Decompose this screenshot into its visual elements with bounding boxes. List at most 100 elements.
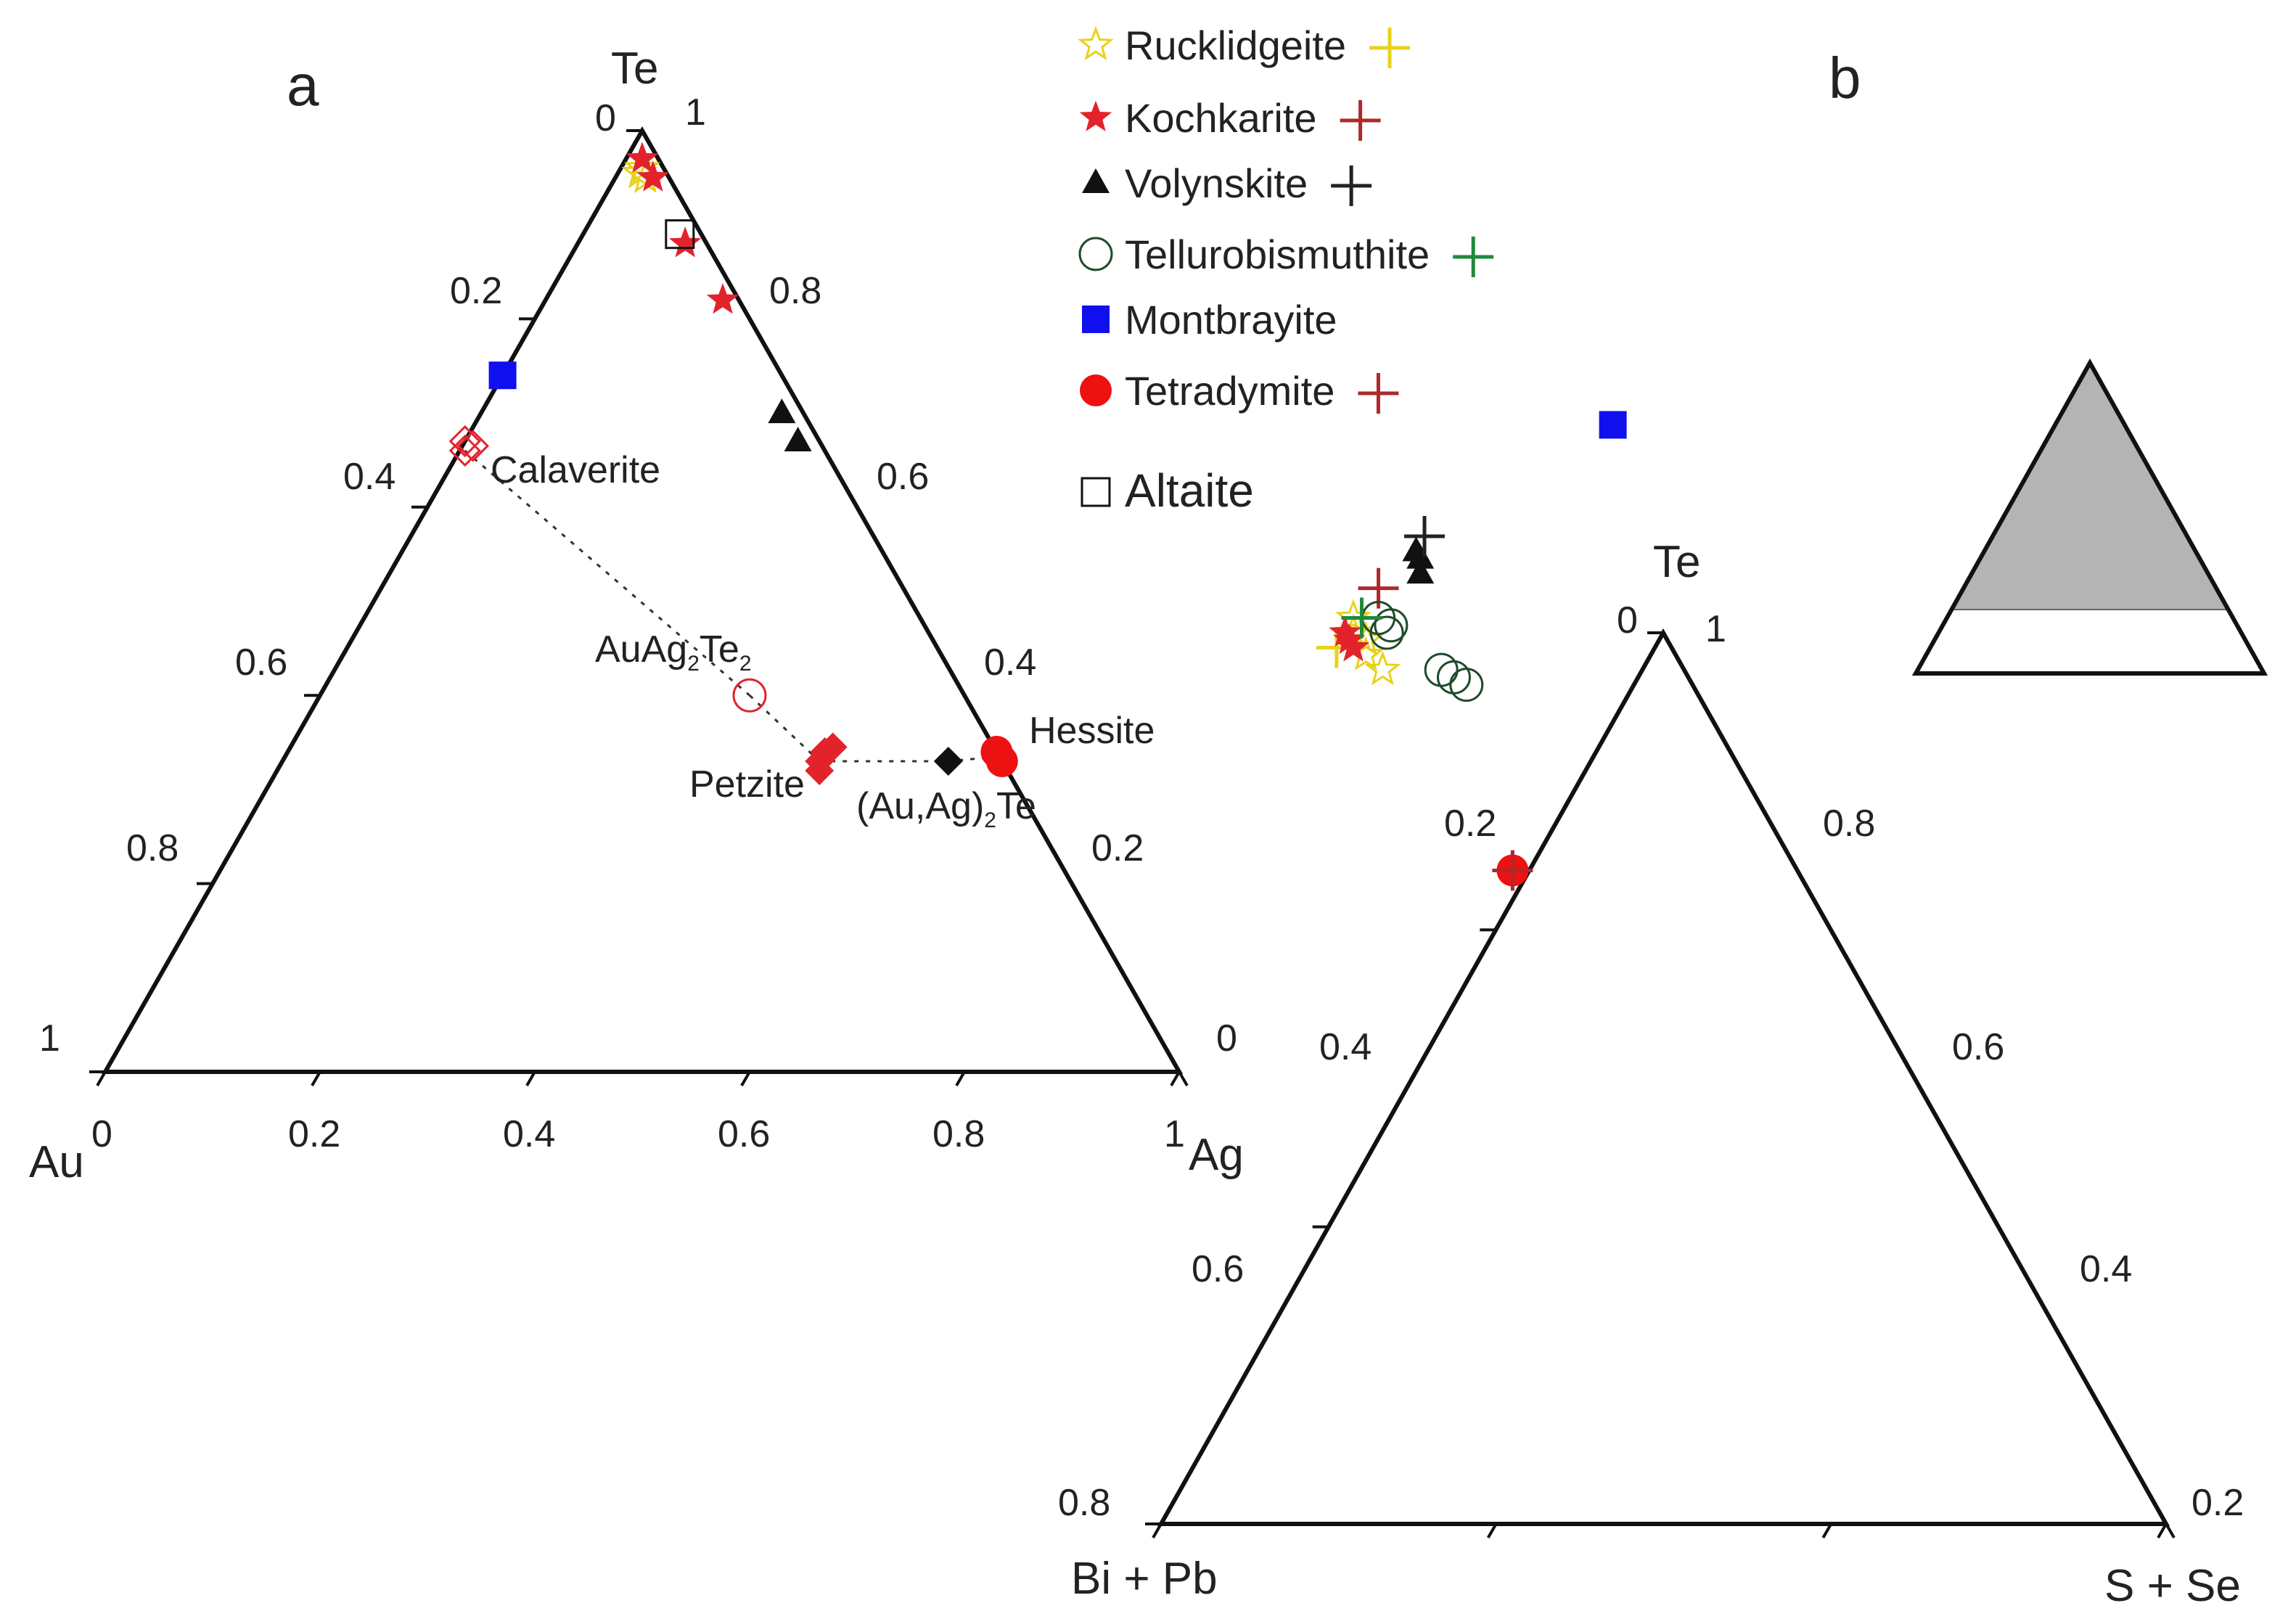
point-b-tellurobismuthite-circle-open-4 <box>1436 660 1471 694</box>
legend-marker-montbrayite <box>1082 306 1110 333</box>
panel-b-corner-top-left: 0 <box>1617 599 1638 642</box>
panel-b-tick-right-2 <box>1997 1226 2008 1242</box>
label-auag2te2-sub2: 2 <box>739 652 752 676</box>
panel-a-triangle <box>101 126 1184 1074</box>
panel-a-ternary: Te Au Ag 0 1 1 0 0.2 0.4 0.6 0.8 0.8 0.6… <box>29 44 1244 1187</box>
point-b-rucklidgeite-star-open-0 <box>1334 599 1372 634</box>
legend-label-tetradymite: Tetradymite <box>1125 368 1334 414</box>
panel-b-tick-bottom-3 <box>2157 1522 2168 1539</box>
panel-a-tick-bottom-2 <box>525 1070 536 1087</box>
point-a-petzite-2 <box>805 755 835 785</box>
label-petzite: Petzite <box>689 763 805 806</box>
panel-b-corner-left: 0.8 <box>1058 1482 1110 1524</box>
point-a-kochkarite-0 <box>626 142 659 173</box>
legend-cross-rucklidgeite <box>1369 28 1411 68</box>
legend-label-kochkarite: Kochkarite <box>1125 95 1317 141</box>
panel-a-right-tick-04: 0.4 <box>984 642 1036 684</box>
point-b-tetradymite-cross-0 <box>1492 850 1533 891</box>
legend-item-volynskite: Volynskite <box>1082 160 1372 206</box>
panel-b-right-tick-08: 0.8 <box>1823 803 1875 845</box>
point-a-calaverite-1 <box>448 434 481 467</box>
label-auag2te2-te: Te <box>700 628 739 671</box>
panel-b-ticks <box>1145 631 2176 1539</box>
panel-a-tick-bottom-3 <box>740 1070 751 1087</box>
panel-b-vertex-sse: S + Se <box>2104 1561 2241 1611</box>
point-b-volynskite-triangle-filled-1 <box>1406 544 1435 569</box>
panel-b-tick-right-3 <box>2165 1522 2176 1539</box>
panel-a-bottom-tick-08: 0.8 <box>932 1113 985 1155</box>
point-b-tellurobismuthite-circle-open-2 <box>1369 615 1404 650</box>
legend-cross-tellurobismuthite <box>1453 237 1494 277</box>
panel-a-right-tick-02: 0.2 <box>1091 827 1144 869</box>
legend-item-tetradymite: Tetradymite <box>1080 368 1399 414</box>
point-b-tellurobismuthite-circle-open-1 <box>1374 608 1409 643</box>
point-b-tellurobismuthite-cross-0 <box>1341 597 1382 639</box>
panel-a-tick-bottom-4 <box>955 1070 966 1087</box>
panel-b-right-tick-06: 0.6 <box>1952 1026 2004 1068</box>
legend-marker-rucklidgeite <box>1078 25 1114 61</box>
legend-label-altaite: Altaite <box>1125 464 1254 517</box>
panel-a-tick-bottom-5 <box>1170 1070 1181 1087</box>
panel-a-tick-right-0 <box>641 129 652 146</box>
panel-b-vertex-bipb: Bi + Pb <box>1071 1554 1218 1604</box>
point-b-rucklidgeite-star-open-4 <box>1364 650 1401 686</box>
legend-cross-kochkarite <box>1340 100 1381 141</box>
point-a-petzite-3 <box>818 732 848 762</box>
panel-b-left-tick-06: 0.6 <box>1192 1248 1244 1290</box>
panel-a-left-tick-02: 0.2 <box>450 270 502 312</box>
panel-a-points <box>448 142 1018 785</box>
legend-marker-tetradymite <box>1080 374 1112 406</box>
legend-item-rucklidgeite: Rucklidgeite <box>1078 22 1411 68</box>
panel-a-left-tick-06: 0.6 <box>235 642 287 684</box>
panel-b-tick-bottom-0 <box>1152 1522 1163 1539</box>
point-b-kochkarite-star-filled-2 <box>1337 631 1370 662</box>
label-auag2te2: AuAg2Te2 <box>595 628 752 676</box>
panel-a-letter: a <box>287 53 319 118</box>
panel-a-left-tick-04: 0.4 <box>343 456 395 498</box>
panel-b-corner-top-right: 1 <box>1705 608 1726 650</box>
panel-a-bottom-tick-1: 1 <box>1164 1113 1185 1155</box>
panel-a-bottom-tick-02: 0.2 <box>288 1113 340 1155</box>
point-a-kochkarite-2 <box>668 226 702 258</box>
point-a-montbrayite-0 <box>488 361 517 390</box>
point-a-auag2te-0 <box>933 746 963 776</box>
panel-a-bottom-tick-06: 0.6 <box>718 1113 770 1155</box>
panel-b-corner-right: 0.2 <box>2192 1482 2244 1524</box>
point-a-hessite-1 <box>985 745 1018 777</box>
point-a-altaite-0 <box>665 219 695 250</box>
point-a-kochkarite-3 <box>706 283 739 314</box>
legend: RucklidgeiteKochkariteVolynskiteTellurob… <box>1078 22 1494 517</box>
legend-label-tellurobismuthite: Tellurobismuthite <box>1125 231 1430 277</box>
point-b-tellurobismuthite-circle-open-5 <box>1449 668 1484 702</box>
panel-a-left-tick-08: 0.8 <box>126 827 179 869</box>
panel-b-left-tick-04: 0.4 <box>1319 1026 1372 1068</box>
label-auag2te-sub: 2 <box>984 808 996 832</box>
legend-item-kochkarite: Kochkarite <box>1079 95 1381 141</box>
panel-a-corner-right: 0 <box>1216 1017 1237 1059</box>
panel-a-corner-left: 1 <box>39 1017 60 1059</box>
point-b-tellurobismuthite-circle-open-3 <box>1424 652 1459 687</box>
point-a-volynskite-0 <box>768 398 796 424</box>
tie-line-1 <box>748 694 821 763</box>
inset-triangle <box>1911 358 2268 676</box>
tie-line-2 <box>819 755 1000 763</box>
label-calaverite: Calaverite <box>491 449 660 491</box>
legend-marker-volynskite <box>1082 168 1110 193</box>
point-a-kochkarite-1 <box>636 160 670 192</box>
point-b-volynskite-triangle-filled-2 <box>1406 559 1435 584</box>
panel-a-vertex-ag: Ag <box>1189 1130 1244 1180</box>
legend-label-rucklidgeite: Rucklidgeite <box>1125 22 1346 68</box>
point-a-volynskite-1 <box>784 427 812 452</box>
legend-item-altaite: Altaite <box>1081 464 1254 517</box>
panel-b-points <box>1316 411 1627 891</box>
tie-line-0 <box>464 449 750 697</box>
panel-b-letter: b <box>1829 46 1861 110</box>
legend-label-volynskite: Volynskite <box>1125 160 1308 206</box>
panel-b-tick-bottom-2 <box>1821 1522 1833 1539</box>
label-hessite: Hessite <box>1029 710 1155 752</box>
panel-a-vertex-au: Au <box>29 1137 84 1187</box>
panel-a-tick-right-5 <box>1178 1070 1189 1087</box>
panel-a-tick-right-3 <box>963 694 974 710</box>
